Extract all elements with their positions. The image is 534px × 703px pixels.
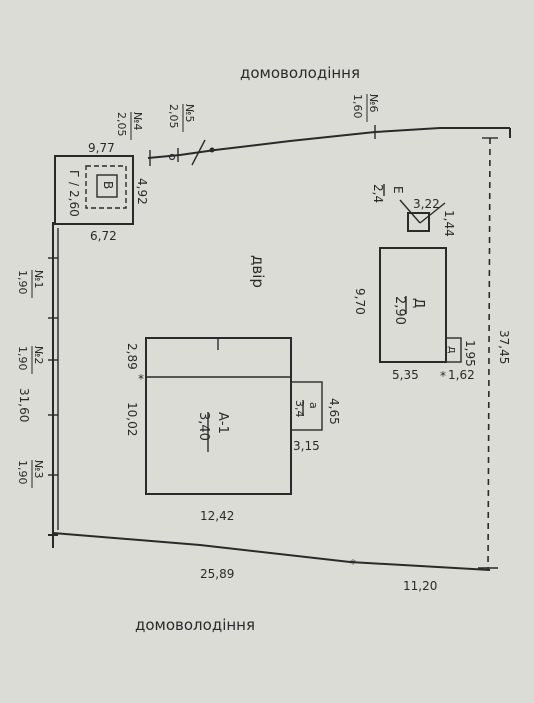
building-d-width-dim: 5,35 <box>392 368 419 382</box>
building-d-height: 2,90 <box>392 296 407 325</box>
fence-3-label: №3 1,90 <box>16 460 45 488</box>
building-a1-corner-dim: 2,89 <box>125 343 139 370</box>
building-d-annex-outline <box>445 337 462 363</box>
fence-5-label: №5 2,05 <box>167 104 196 132</box>
building-a1-porch-right-dim: 3,15 <box>293 439 320 453</box>
building-e-outline <box>407 212 430 232</box>
plot-boundary-top <box>147 127 510 159</box>
svg-text:№6: №6 <box>367 94 380 112</box>
building-d-annex-width-dim: 1,95 <box>463 340 477 367</box>
fence-6-label: №6 1,60 <box>351 94 380 122</box>
yard-label: двір <box>249 255 267 288</box>
building-d-annex-length-dim: 1,62 <box>448 368 475 382</box>
segment-bottom-right-dim: 11,20 <box>403 579 437 593</box>
building-a1-height: 3,40 <box>196 412 211 441</box>
svg-text:1,90: 1,90 <box>16 460 29 485</box>
svg-text:2,05: 2,05 <box>115 112 128 137</box>
building-a1-length-dim: 10,02 <box>125 402 139 436</box>
neighbor-top-label: домоволодіння <box>240 64 360 82</box>
building-a1-width-dim: 12,42 <box>200 509 234 523</box>
svg-text:2,05: 2,05 <box>167 104 180 129</box>
building-a1-code: А-1 <box>215 412 230 434</box>
plot-boundary-right-dashed <box>487 137 491 571</box>
building-g-right-dim: 4,92 <box>135 178 149 205</box>
building-a1-porch-outline <box>290 381 323 431</box>
building-v-code: В <box>101 181 115 189</box>
svg-text:1,60: 1,60 <box>351 94 364 119</box>
svg-text:*: * <box>440 369 446 383</box>
building-a1-porch-height: 3,4 <box>293 400 306 418</box>
segment-left-gap-dim: 31,60 <box>17 388 31 422</box>
segment-right-dim: 37,45 <box>497 330 511 364</box>
building-e-size-b: 1,44 <box>442 210 456 237</box>
building-d-annex-code: д <box>446 346 459 354</box>
building-g-code: Г <box>67 170 81 177</box>
svg-text:*: * <box>138 372 144 386</box>
fence-2-label: №2 1,90 <box>16 346 45 374</box>
building-d-outline <box>379 247 447 363</box>
building-a1-porch-code: а <box>307 402 320 409</box>
building-e-height: 2,4 <box>371 184 385 203</box>
building-e-size-a: 3,22 <box>413 197 440 211</box>
segment-bottom-left-dim: 25,89 <box>200 567 234 581</box>
svg-text:*: * <box>350 557 356 571</box>
svg-text:№2: №2 <box>32 346 45 364</box>
building-g-outline <box>54 155 134 225</box>
building-e-code: Е <box>391 186 405 194</box>
svg-text:№5: №5 <box>183 104 196 122</box>
svg-text:№3: №3 <box>32 460 45 478</box>
svg-text:№4: №4 <box>131 112 144 130</box>
building-d-length-dim: 9,70 <box>353 288 367 315</box>
svg-text:1,90: 1,90 <box>16 270 29 295</box>
building-d-code: Д <box>411 298 426 308</box>
svg-text:1,90: 1,90 <box>16 346 29 371</box>
building-g-bottom-dim: 6,72 <box>90 229 117 243</box>
fence-1-label: №1 1,90 <box>16 270 45 298</box>
plot-boundary-bottom <box>52 532 491 571</box>
fence-4-label: №4 2,05 <box>115 112 144 140</box>
building-a1-porch-left-dim: 4,65 <box>327 398 341 425</box>
svg-text:№1: №1 <box>32 270 45 288</box>
building-g-top-dim: 9,77 <box>88 141 115 155</box>
building-g-height: 2,60 <box>67 190 81 217</box>
building-v-outline <box>85 165 127 209</box>
neighbor-bottom-label: домоволодіння <box>135 616 255 634</box>
svg-text:/: / <box>67 182 81 187</box>
